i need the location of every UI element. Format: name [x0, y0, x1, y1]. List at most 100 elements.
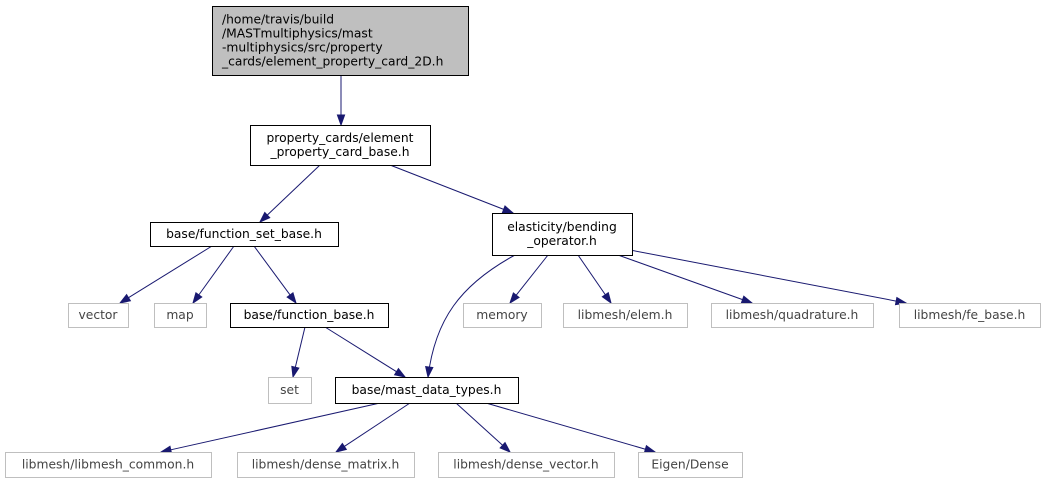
node-box: [711, 303, 874, 328]
edge-bend-to-elem: [577, 254, 612, 305]
edge-line: [266, 164, 321, 216]
arrow-head-icon: [509, 292, 520, 305]
node-quad: libmesh/quadrature.h: [711, 303, 874, 328]
arrow-head-icon: [192, 291, 203, 305]
node-map: map: [154, 303, 207, 328]
edge-bend-to-quad: [617, 254, 754, 304]
node-fb[interactable]: base/function_base.h: [230, 303, 389, 328]
node-box: [230, 303, 389, 328]
node-label-line: libmesh/elem.h: [578, 308, 673, 322]
node-eigen: Eigen/Dense: [638, 452, 743, 478]
node-fsb[interactable]: base/function_set_base.h: [150, 222, 339, 247]
arrow-head-icon: [118, 293, 132, 304]
edge-bend-to-mdt: [425, 254, 516, 379]
edge-mdt-to-common: [159, 402, 381, 454]
node-box: [438, 452, 615, 478]
node-label-line: elasticity/bending: [507, 220, 617, 234]
node-label-line: libmesh/dense_matrix.h: [252, 458, 400, 472]
node-bend[interactable]: elasticity/bending_operator.h: [492, 213, 633, 256]
node-label-line: libmesh/fe_base.h: [914, 308, 1026, 322]
node-box: [563, 303, 688, 328]
node-febase: libmesh/fe_base.h: [899, 303, 1041, 328]
edge-bend-to-febase: [629, 249, 908, 306]
edge-mdt-to-dmat: [334, 402, 411, 453]
node-common: libmesh/libmesh_common.h: [5, 452, 212, 478]
node-label-line: memory: [476, 308, 527, 322]
edge-line: [344, 402, 411, 447]
arrow-head-icon: [601, 291, 612, 305]
arrow-head-icon: [286, 291, 297, 305]
node-label-line: _operator.h: [526, 234, 597, 248]
node-epcb[interactable]: property_cards/element_property_card_bas…: [250, 125, 431, 166]
edge-line: [577, 254, 606, 296]
node-label-line: libmesh/quadrature.h: [726, 308, 859, 322]
edge-line: [427, 254, 516, 378]
arrow-head-icon: [334, 442, 348, 453]
edge-line: [515, 254, 549, 296]
node-memory: memory: [463, 303, 542, 328]
node-root[interactable]: /home/travis/build/MASTmultiphysics/mast…: [212, 6, 469, 76]
arrow-head-icon: [501, 205, 515, 214]
node-box: [154, 303, 207, 328]
node-label-line: set: [280, 383, 299, 397]
node-box: [212, 6, 469, 76]
node-label-line: base/mast_data_types.h: [352, 383, 502, 397]
edge-line: [170, 402, 381, 451]
node-box: [335, 377, 519, 404]
arrow-head-icon: [291, 365, 300, 379]
arrow-head-icon: [393, 367, 407, 378]
node-label-line: vector: [78, 308, 118, 322]
node-box: [638, 452, 743, 478]
node-box: [250, 125, 431, 166]
node-label-line: libmesh/dense_vector.h: [453, 458, 598, 472]
edge-line: [198, 245, 235, 296]
edge-line: [389, 164, 504, 210]
node-set: set: [268, 377, 312, 404]
node-label-line: _property_card_base.h: [269, 145, 409, 159]
node-box: [899, 303, 1041, 328]
node-label-line: -multiphysics/src/property: [222, 41, 383, 55]
edge-fsb-to-fb: [253, 245, 297, 305]
edge-epcb-to-bend: [389, 164, 515, 214]
edge-line: [128, 245, 213, 299]
edge-line: [294, 326, 306, 368]
node-label-line: /MASTmultiphysics/mast: [222, 27, 373, 41]
edge-line: [253, 245, 291, 296]
node-dmat: libmesh/dense_matrix.h: [237, 452, 415, 478]
node-label-line: /home/travis/build: [222, 13, 334, 27]
arrow-head-icon: [499, 441, 512, 453]
edge-mdt-to-dvec: [455, 402, 512, 453]
node-label-line: property_cards/element: [267, 131, 414, 145]
node-box: [268, 377, 312, 404]
node-box: [492, 213, 633, 256]
edge-fb-to-mdt: [324, 326, 407, 378]
edges-layer: [118, 75, 908, 454]
arrow-head-icon: [336, 114, 346, 127]
edge-line: [617, 254, 743, 301]
node-label-line: _cards/element_property_card_2D.h: [221, 55, 443, 69]
arrow-head-icon: [425, 366, 434, 379]
edge-line: [485, 402, 646, 450]
edge-mdt-to-eigen: [485, 402, 657, 454]
node-label-line: libmesh/libmesh_common.h: [22, 458, 194, 472]
node-label-line: base/function_base.h: [244, 308, 375, 322]
node-box: [68, 303, 129, 328]
arrow-head-icon: [258, 211, 271, 224]
arrow-head-icon: [643, 444, 657, 454]
node-label-line: Eigen/Dense: [651, 458, 728, 472]
edge-line: [629, 249, 897, 302]
edge-fsb-to-map: [192, 245, 235, 305]
node-box: [237, 452, 415, 478]
node-label-line: map: [166, 308, 194, 322]
edge-root-to-epcb: [336, 75, 346, 127]
arrow-head-icon: [740, 295, 754, 304]
node-box: [150, 222, 339, 247]
edge-epcb-to-fsb: [258, 164, 321, 224]
node-label-line: base/function_set_base.h: [166, 227, 322, 241]
edge-line: [324, 326, 397, 373]
node-elem: libmesh/elem.h: [563, 303, 688, 328]
edge-fsb-to-vector: [118, 245, 213, 304]
node-mdt[interactable]: base/mast_data_types.h: [335, 377, 519, 404]
node-box: [5, 452, 212, 478]
